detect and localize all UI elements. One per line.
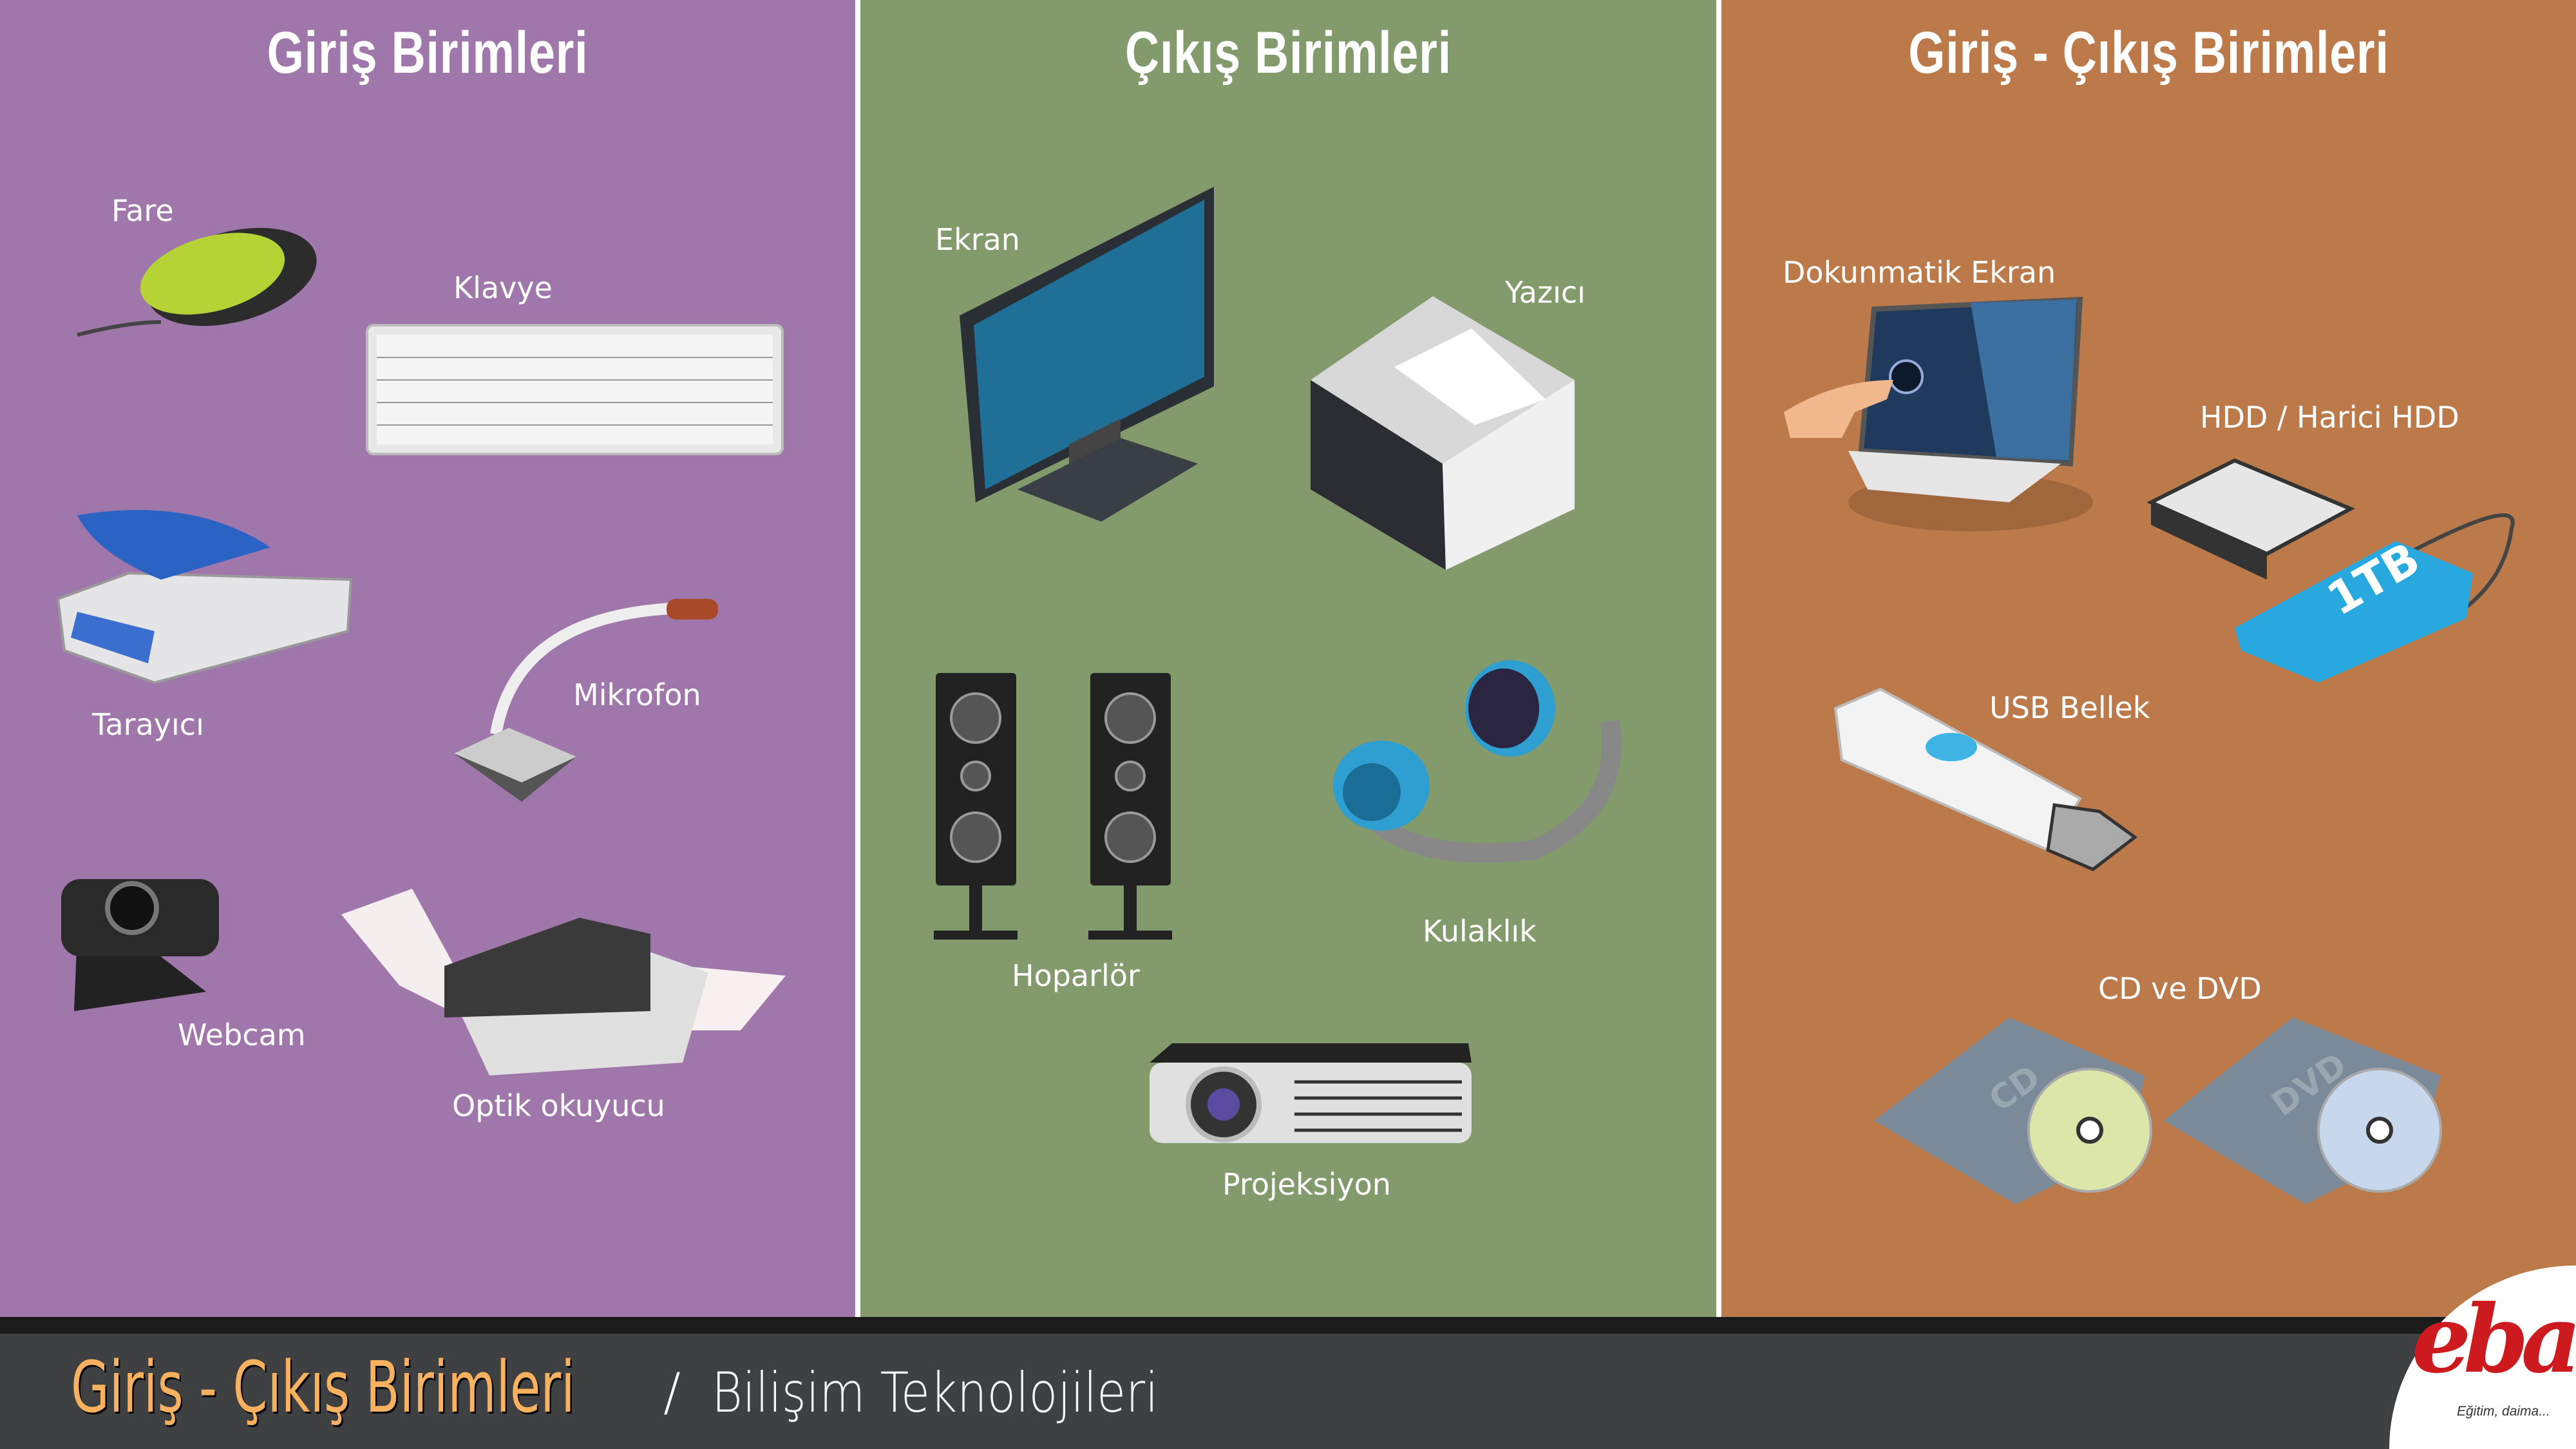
footer <box>0 1334 2576 1449</box>
footer-separator: / <box>663 1362 681 1422</box>
label-ekran: Ekran <box>935 222 1020 257</box>
label-cd-dvd: CD ve DVD <box>2098 971 2262 1006</box>
eba-logo-text: eba <box>2412 1285 2576 1394</box>
footer-subtitle: Bilişim Teknolojileri <box>712 1361 1159 1425</box>
label-dokunmatik-ekran: Dokunmatik Ekran <box>1783 255 2056 290</box>
monitor-image <box>960 187 1214 522</box>
label-projeksiyon: Projeksiyon <box>1222 1167 1391 1202</box>
section-title: Çıkış Birimleri <box>1125 20 1452 86</box>
footer-stripe <box>0 1317 2576 1334</box>
footer-title: Giriş - Çıkış Birimleri <box>71 1346 575 1428</box>
label-hoparlor: Hoparlör <box>1012 958 1140 993</box>
label-mikrofon: Mikrofon <box>573 677 701 712</box>
section-title: Giriş - Çıkış Birimleri <box>1908 20 2389 86</box>
projector-image <box>1150 1043 1472 1143</box>
label-klavye: Klavye <box>453 270 553 305</box>
keyboard-image <box>366 324 784 455</box>
label-kulaklik: Kulaklık <box>1423 914 1537 949</box>
speakers-image <box>934 673 1172 940</box>
optical-reader-image <box>341 889 786 1075</box>
divider <box>1716 0 1721 1317</box>
headphones-image <box>1333 660 1622 863</box>
microphone-image <box>454 599 718 802</box>
label-hdd: HDD / Harici HDD <box>2200 400 2459 435</box>
webcam-image <box>61 879 219 1011</box>
label-usb-bellek: USB Bellek <box>1989 690 2150 725</box>
cd-dvd-drives-image: CD DVD <box>1874 1018 2442 1204</box>
printer-image <box>1311 296 1575 570</box>
scanner-image <box>56 509 353 685</box>
label-optik-okuyucu: Optik okuyucu <box>452 1088 665 1123</box>
device-illustrations: 1TB CD DVD <box>56 187 2515 1204</box>
label-tarayici: Tarayıcı <box>92 707 204 742</box>
hdd-image: 1TB <box>2146 458 2515 683</box>
usb-drive-image <box>1833 687 2138 871</box>
label-yazici: Yazıcı <box>1505 275 1586 310</box>
touch-screen-image <box>1784 296 2093 531</box>
eba-tagline: Eğitim, daima... <box>2457 1404 2550 1419</box>
label-fare: Fare <box>111 193 174 228</box>
label-webcam: Webcam <box>178 1018 306 1052</box>
mouse-image <box>77 227 317 337</box>
section-title: Giriş Birimleri <box>267 20 589 86</box>
divider <box>855 0 860 1317</box>
